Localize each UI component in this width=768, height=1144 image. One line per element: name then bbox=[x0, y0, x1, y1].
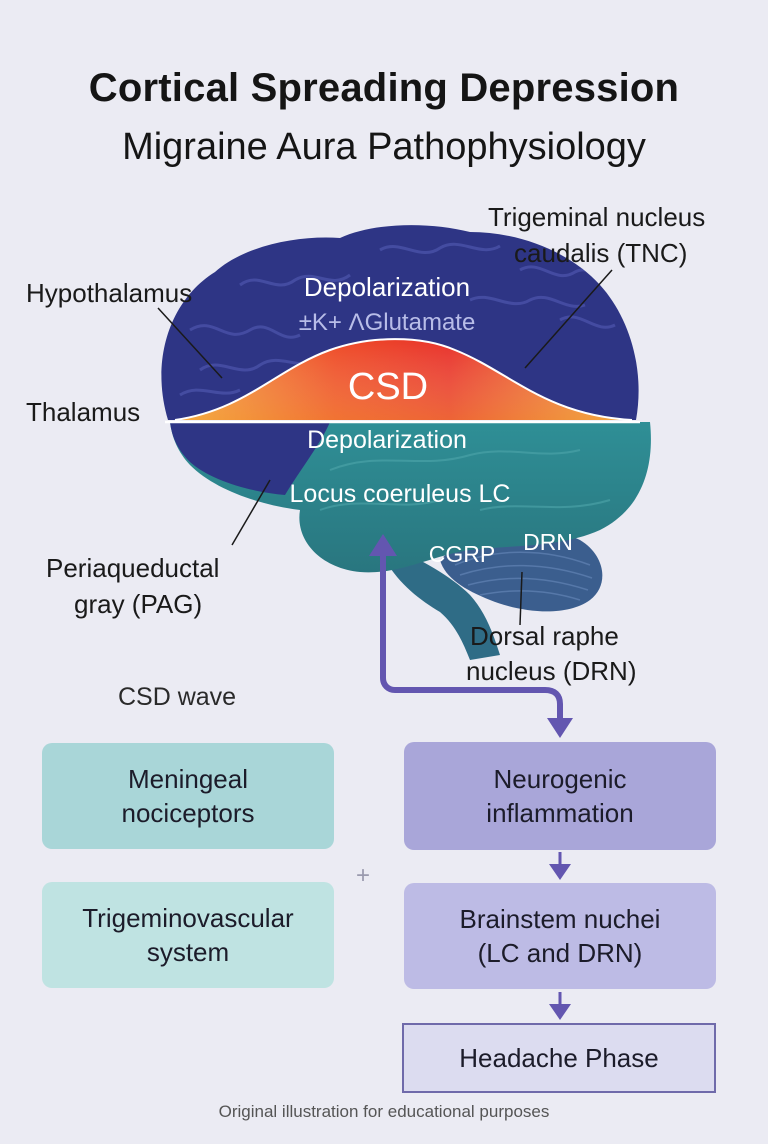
trigeminovascular-box-line1: Trigeminovascular bbox=[82, 903, 294, 933]
tnc-leader bbox=[524, 269, 613, 369]
arrow-down-head-3 bbox=[549, 1004, 571, 1020]
thalamus-label: Thalamus bbox=[26, 397, 141, 427]
pag-label-line1: Periaqueductal bbox=[46, 553, 220, 583]
drn-label-line2: nucleus (DRN) bbox=[466, 656, 637, 686]
title-line1: Cortical Spreading Depression bbox=[88, 66, 680, 110]
arrow-down-head-2 bbox=[549, 864, 571, 880]
feedback-arrow bbox=[380, 552, 563, 722]
tnc-label-line2: caudalis (TNC) bbox=[514, 238, 688, 268]
brainstem-box-line2: (LC and DRN) bbox=[477, 938, 643, 968]
tnc-label-line1: Trigeminal nucleus bbox=[488, 202, 706, 232]
neurogenic-inflammation-box: Neurogenic inflammation bbox=[404, 742, 716, 850]
trigeminovascular-system-box: Trigeminovascular system bbox=[42, 882, 334, 988]
arrow-up-head bbox=[369, 534, 397, 556]
meningeal-box-line1: Meningeal bbox=[128, 764, 248, 794]
arrow-down-head-1 bbox=[547, 718, 573, 738]
cortex bbox=[161, 225, 639, 420]
lower-depolarization-label: Depolarization bbox=[307, 426, 467, 454]
trigeminovascular-box-line2: system bbox=[146, 937, 230, 967]
ions-label: ±K+ ΛGlutamate bbox=[299, 309, 476, 336]
lc-label: Locus coeruleus LC bbox=[290, 480, 511, 508]
brainstem-box-line1: Brainstem nuchei bbox=[459, 904, 661, 934]
neurogenic-box-line1: Neurogenic bbox=[493, 764, 627, 794]
title-line2: Migraine Aura Pathophysiology bbox=[122, 126, 646, 168]
pag-label-line2: gray (PAG) bbox=[74, 589, 203, 619]
cerebellum bbox=[440, 529, 603, 612]
neurogenic-box-line2: inflammation bbox=[486, 798, 634, 828]
top-depolarization-label: Depolarization bbox=[304, 272, 470, 302]
headache-box-label: Headache Phase bbox=[459, 1043, 659, 1073]
brainstem-nuclei-box: Brainstem nuchei (LC and DRN) bbox=[404, 883, 716, 989]
csd-wave-label: CSD wave bbox=[118, 683, 237, 711]
hypothalamus-leader bbox=[157, 307, 223, 379]
brainstem bbox=[385, 550, 500, 660]
csd-wave-crest bbox=[174, 338, 633, 421]
meningeal-box-line2: nociceptors bbox=[121, 798, 255, 828]
pag-leader bbox=[231, 479, 271, 546]
meningeal-nociceptors-box: Meningeal nociceptors bbox=[42, 743, 334, 849]
footer-note: Original illustration for educational pu… bbox=[218, 1102, 550, 1121]
plus-sign: + bbox=[356, 862, 371, 889]
csd-label: CSD bbox=[348, 366, 428, 408]
drn-label-line1: Dorsal raphe bbox=[470, 621, 619, 651]
cgrp-label: CGRP bbox=[429, 541, 495, 567]
hypothalamus-label: Hypothalamus bbox=[26, 278, 193, 308]
headache-phase-box: Headache Phase bbox=[402, 1023, 716, 1093]
drn-short-label: DRN bbox=[523, 529, 573, 555]
drn-leader bbox=[519, 571, 523, 626]
